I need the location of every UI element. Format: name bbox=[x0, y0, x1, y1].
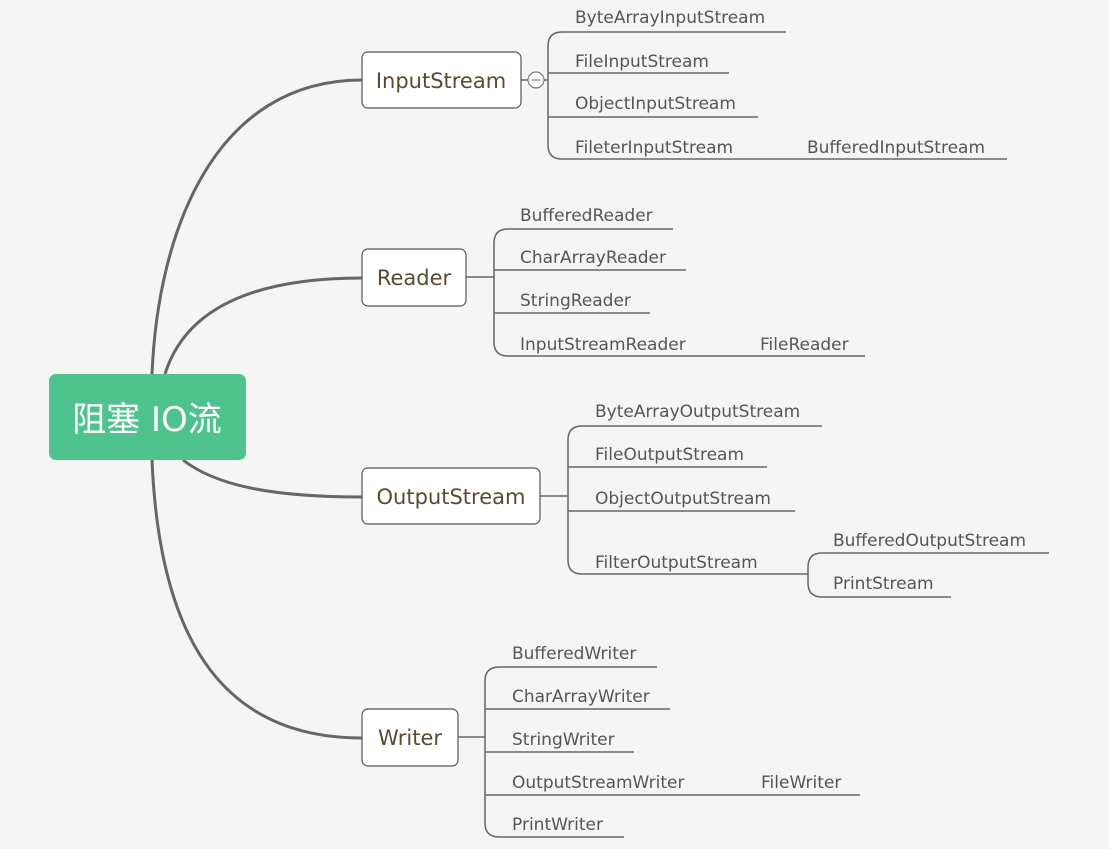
leaf-label: OutputStreamWriter bbox=[512, 773, 684, 793]
leaf-bytearrayinputstream[interactable]: ByteArrayInputStream bbox=[562, 8, 786, 33]
connector-inputstream bbox=[150, 78, 363, 375]
connector-writer bbox=[150, 459, 363, 740]
leaf-label: BufferedInputStream bbox=[807, 138, 985, 158]
leaf-bufferedoutputstream[interactable]: BufferedOutputStream bbox=[822, 531, 1049, 554]
branch-outputstream-label: OutputStream bbox=[377, 485, 526, 509]
branch-inputstream: InputStream ByteArrayInputStream FileInp… bbox=[361, 8, 1007, 160]
leaf-bufferedwriter[interactable]: BufferedWriter bbox=[499, 644, 657, 668]
connector-outputstream bbox=[182, 458, 363, 499]
leaf-filereader[interactable]: FileReader bbox=[760, 335, 849, 355]
leaf-label: BufferedWriter bbox=[512, 644, 636, 664]
leaf-fileterinputstream[interactable]: FileterInputStream bbox=[562, 138, 1007, 160]
leaf-label: ByteArrayOutputStream bbox=[595, 402, 800, 422]
filteroutputstream-bracket bbox=[807, 552, 823, 598]
leaf-objectoutputstream[interactable]: ObjectOutputStream bbox=[568, 489, 795, 512]
leaf-label: FileterInputStream bbox=[575, 138, 733, 158]
leaf-inputstreamreader[interactable]: InputStreamReader bbox=[508, 335, 865, 357]
reader-bracket bbox=[493, 228, 509, 357]
leaf-label: ObjectInputStream bbox=[575, 94, 736, 114]
branch-reader: Reader BufferedReader CharArrayReader St… bbox=[361, 206, 865, 357]
leaf-label: BufferedOutputStream bbox=[833, 531, 1026, 551]
leaf-chararrayreader[interactable]: CharArrayReader bbox=[494, 248, 686, 271]
leaf-label: FileWriter bbox=[761, 773, 841, 793]
leaf-label: FileInputStream bbox=[575, 52, 709, 72]
branch-outputstream: OutputStream ByteArrayOutputStream FileO… bbox=[361, 402, 1049, 598]
leaf-label: ByteArrayInputStream bbox=[575, 8, 765, 28]
connector-reader bbox=[163, 276, 363, 375]
leaf-label: PrintWriter bbox=[512, 815, 603, 835]
branch-reader-label: Reader bbox=[377, 266, 452, 290]
collapse-minus-icon[interactable] bbox=[527, 71, 545, 89]
branch-writer: Writer BufferedWriter CharArrayWriter St… bbox=[361, 644, 860, 838]
leaf-label: FileReader bbox=[760, 335, 849, 355]
leaf-label: CharArrayReader bbox=[520, 248, 666, 268]
leaf-printstream[interactable]: PrintStream bbox=[822, 574, 951, 598]
root-node[interactable]: 阻塞 IO流 bbox=[49, 374, 246, 460]
leaf-label: FilterOutputStream bbox=[595, 553, 758, 573]
root-connectors bbox=[150, 78, 363, 740]
leaf-label: InputStreamReader bbox=[520, 335, 686, 355]
leaf-outputstreamwriter[interactable]: OutputStreamWriter bbox=[485, 773, 860, 796]
leaf-objectinputstream[interactable]: ObjectInputStream bbox=[548, 94, 758, 118]
leaf-label: BufferedReader bbox=[520, 206, 653, 226]
leaf-bufferedreader[interactable]: BufferedReader bbox=[508, 206, 673, 230]
leaf-filewriter[interactable]: FileWriter bbox=[761, 773, 841, 793]
leaf-bufferedinputstream[interactable]: BufferedInputStream bbox=[807, 138, 985, 158]
outputstream-bracket bbox=[567, 425, 583, 575]
leaf-label: PrintStream bbox=[833, 574, 934, 594]
leaf-label: ObjectOutputStream bbox=[595, 489, 771, 509]
leaf-label: CharArrayWriter bbox=[512, 687, 650, 707]
leaf-chararraywriter[interactable]: CharArrayWriter bbox=[485, 687, 670, 710]
root-node-label: 阻塞 IO流 bbox=[72, 400, 222, 440]
leaf-filteroutputstream[interactable]: FilterOutputStream bbox=[582, 553, 808, 575]
inputstream-bracket bbox=[547, 31, 563, 160]
leaf-label: StringReader bbox=[520, 291, 631, 311]
leaf-label: StringWriter bbox=[512, 730, 615, 750]
leaf-label: FileOutputStream bbox=[595, 445, 744, 465]
leaf-bytearrayoutputstream[interactable]: ByteArrayOutputStream bbox=[582, 402, 822, 427]
leaf-fileoutputstream[interactable]: FileOutputStream bbox=[568, 445, 767, 468]
leaf-printwriter[interactable]: PrintWriter bbox=[499, 815, 624, 838]
leaf-fileinputstream[interactable]: FileInputStream bbox=[548, 52, 729, 74]
leaf-stringwriter[interactable]: StringWriter bbox=[485, 730, 634, 753]
branch-writer-label: Writer bbox=[378, 726, 442, 750]
root-node-box bbox=[49, 374, 246, 460]
branch-inputstream-label: InputStream bbox=[376, 69, 506, 93]
leaf-stringreader[interactable]: StringReader bbox=[494, 291, 650, 314]
